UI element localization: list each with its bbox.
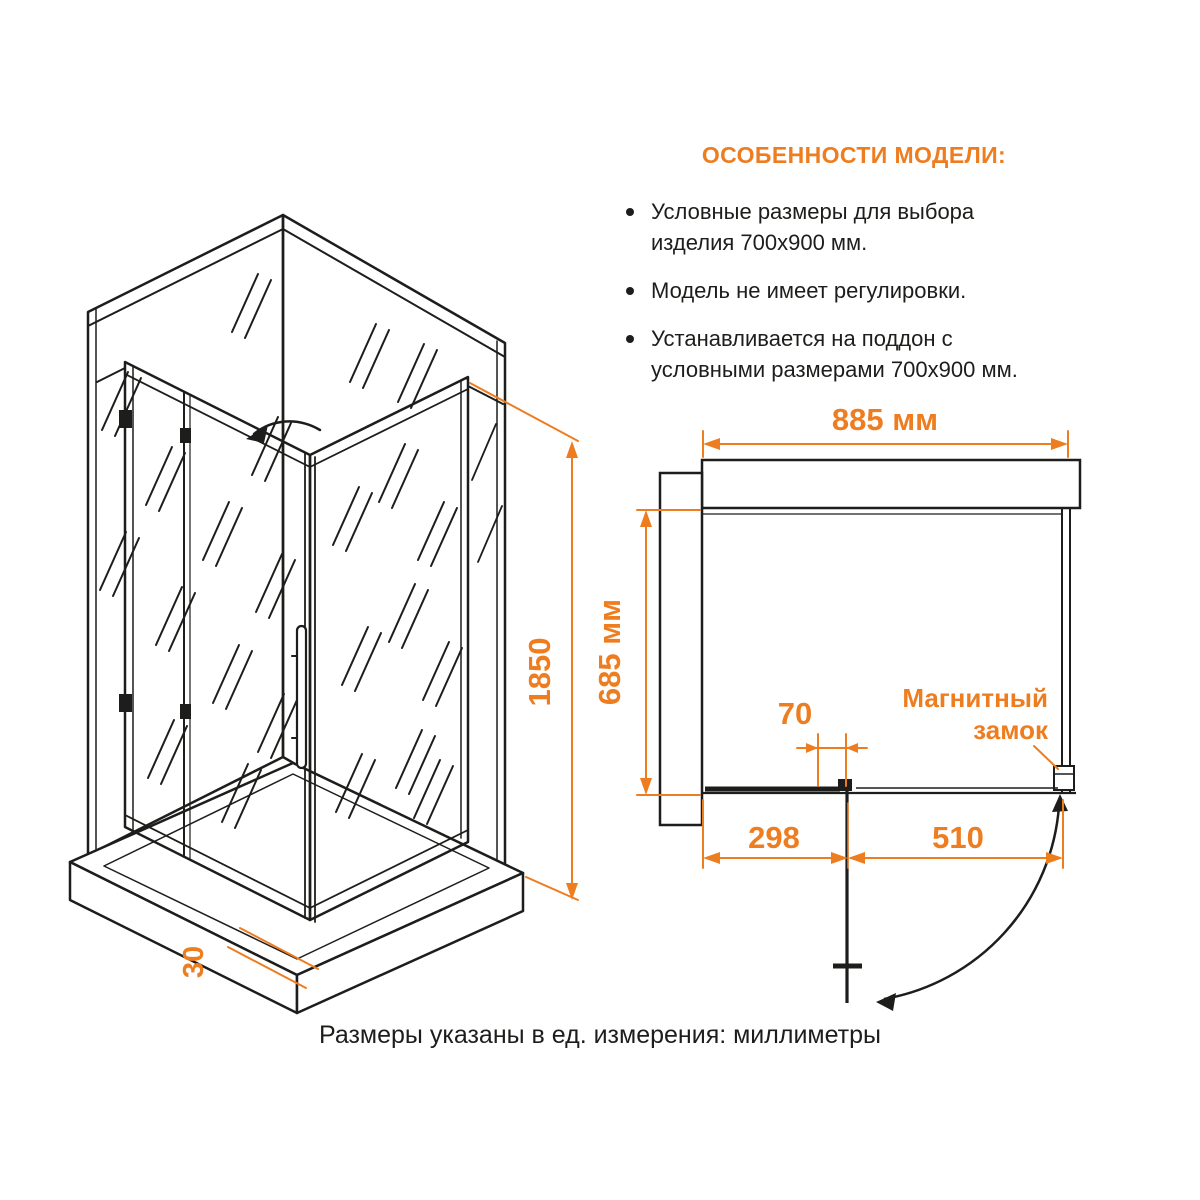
door-hinges bbox=[119, 410, 191, 719]
features-panel: ОСОБЕННОСТИ МОДЕЛИ: Условные размеры для… bbox=[626, 142, 1082, 402]
swing-arrowhead-bottom bbox=[876, 993, 896, 1011]
plan-dimensions bbox=[636, 430, 1069, 869]
features-title: ОСОБЕННОСТИ МОДЕЛИ: bbox=[701, 142, 1007, 168]
shower-tray bbox=[68, 761, 525, 1015]
plan-offset-label: 70 bbox=[778, 696, 812, 731]
feature-item: Условные размеры для выбора изделия 700x… bbox=[626, 196, 1082, 258]
plan-door-width-label: 510 bbox=[932, 820, 984, 855]
iso-dimensions bbox=[227, 382, 579, 989]
iso-tray-height-label: 30 bbox=[178, 946, 210, 978]
lock-label-line2: замок bbox=[973, 715, 1049, 745]
iso-view bbox=[68, 213, 525, 1015]
feature-item: Устанавливается на поддон с условными ра… bbox=[626, 323, 1082, 385]
bullet-dot bbox=[626, 287, 634, 295]
top-frame bbox=[124, 373, 469, 468]
feature-text: Модель не имеет регулировки. bbox=[651, 278, 967, 303]
door-swing-arc bbox=[883, 805, 1061, 1001]
glass-side-panel bbox=[308, 375, 470, 922]
feature-item: Модель не имеет регулировки. bbox=[626, 275, 1082, 306]
feature-text: Условные размеры для выбора изделия 700x… bbox=[651, 199, 975, 255]
iso-height-label: 1850 bbox=[522, 638, 557, 707]
door-handle bbox=[291, 624, 308, 770]
feature-text: Устанавливается на поддон с условными ра… bbox=[651, 326, 1018, 382]
wall-shine-marks bbox=[99, 273, 503, 597]
plan-depth-label: 685 мм bbox=[592, 599, 627, 705]
door-direction-arrow bbox=[246, 420, 322, 443]
lock-label-line1: Магнитный bbox=[902, 683, 1048, 713]
plan-width-label: 885 мм bbox=[832, 402, 938, 437]
swing-arrowhead-top bbox=[1052, 794, 1068, 812]
plan-view bbox=[658, 458, 1082, 1011]
bottom-frame bbox=[124, 814, 469, 909]
lock-leader-line bbox=[1033, 745, 1059, 770]
iso-back-walls bbox=[86, 213, 507, 887]
magnetic-lock bbox=[1053, 765, 1075, 791]
plan-back-wall bbox=[700, 458, 1082, 510]
plan-fixed-width-label: 298 bbox=[748, 820, 800, 855]
plan-side-wall bbox=[658, 471, 704, 827]
units-note: Размеры указаны в ед. измерения: миллиме… bbox=[319, 1021, 881, 1049]
bullet-dot bbox=[626, 335, 634, 343]
features-list: Условные размеры для выбора изделия 700x… bbox=[626, 196, 1082, 385]
bullet-dot bbox=[626, 208, 634, 216]
tray-dimension-line bbox=[239, 927, 319, 970]
